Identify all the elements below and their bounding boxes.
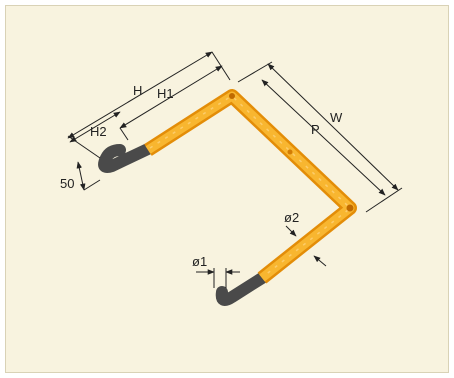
bottom-end-cap xyxy=(215,272,268,306)
mid-joint xyxy=(287,149,293,155)
corner-joint-right xyxy=(346,204,354,212)
label-50: 50 xyxy=(60,176,74,191)
dimensions xyxy=(67,51,403,288)
label-H2: H2 xyxy=(90,124,107,139)
label-P: P xyxy=(311,122,320,137)
label-H1: H1 xyxy=(157,86,174,101)
corner-joint-top xyxy=(229,93,235,99)
bar-segment xyxy=(144,89,357,284)
label-diameter-2: ø2 xyxy=(284,210,299,225)
label-H: H xyxy=(133,83,142,98)
label-diameter-1: ø1 xyxy=(192,254,207,269)
top-end-cap xyxy=(98,142,156,173)
label-W: W xyxy=(330,110,343,125)
